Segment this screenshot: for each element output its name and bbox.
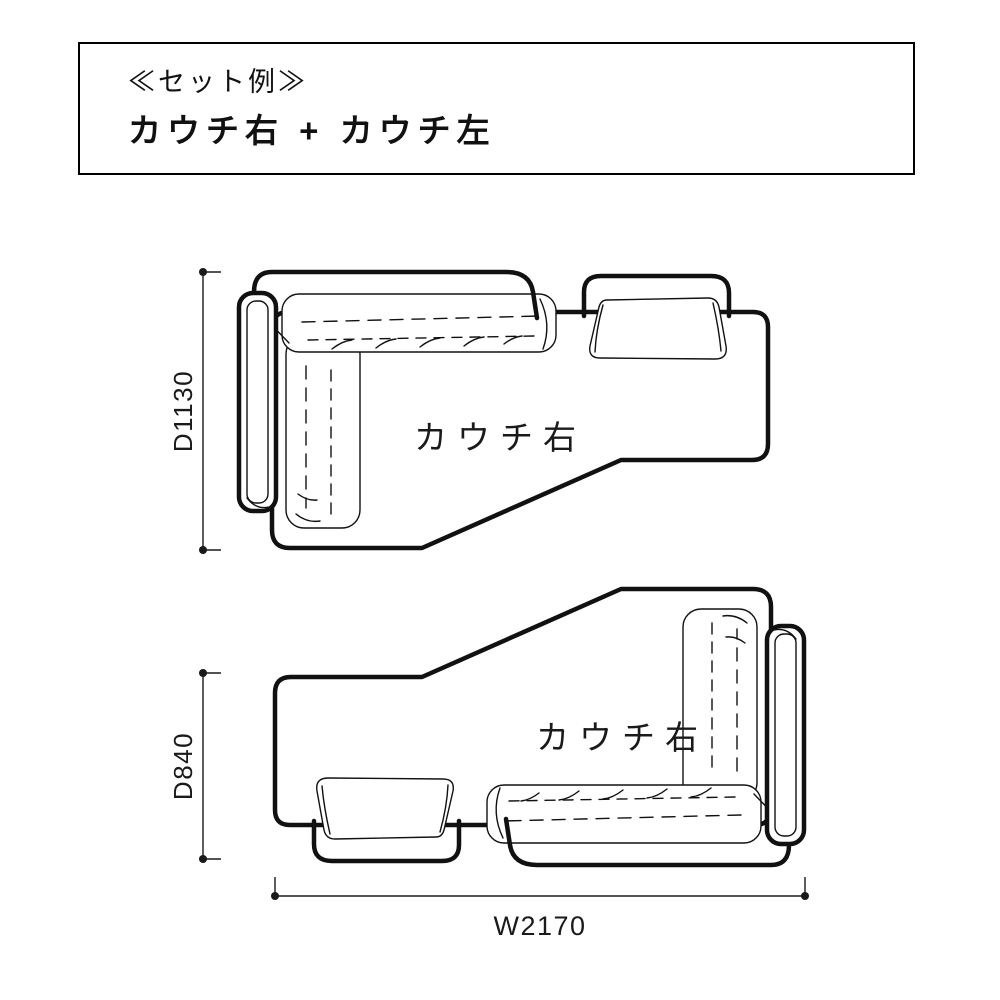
- dimension-w2170: [271, 877, 809, 900]
- depth-label-d840: D840: [168, 732, 198, 800]
- couch-label-bottom: カウチ右: [536, 719, 708, 756]
- dimension-endpoint-dot: [199, 669, 207, 677]
- dimension-endpoint-dot: [271, 892, 279, 900]
- width-label-w2170: W2170: [493, 911, 586, 941]
- dimension-endpoint-dot: [801, 892, 809, 900]
- couch-right-top-view: [239, 272, 768, 548]
- depth-label-d1130: D1130: [168, 370, 198, 452]
- dimension-endpoint-dot: [199, 855, 207, 863]
- set-example-subtitle: ≪セット例≫: [128, 67, 308, 97]
- dimension-endpoint-dot: [199, 546, 207, 554]
- set-example-title: カウチ右 + カウチ左: [128, 112, 496, 149]
- set-example-header-box: ≪セット例≫ カウチ右 + カウチ左: [78, 42, 915, 175]
- dimension-d840: [199, 669, 221, 863]
- dimension-endpoint-dot: [199, 268, 207, 276]
- dimension-d1130: [199, 268, 221, 554]
- couch-label-top: カウチ右: [414, 419, 586, 456]
